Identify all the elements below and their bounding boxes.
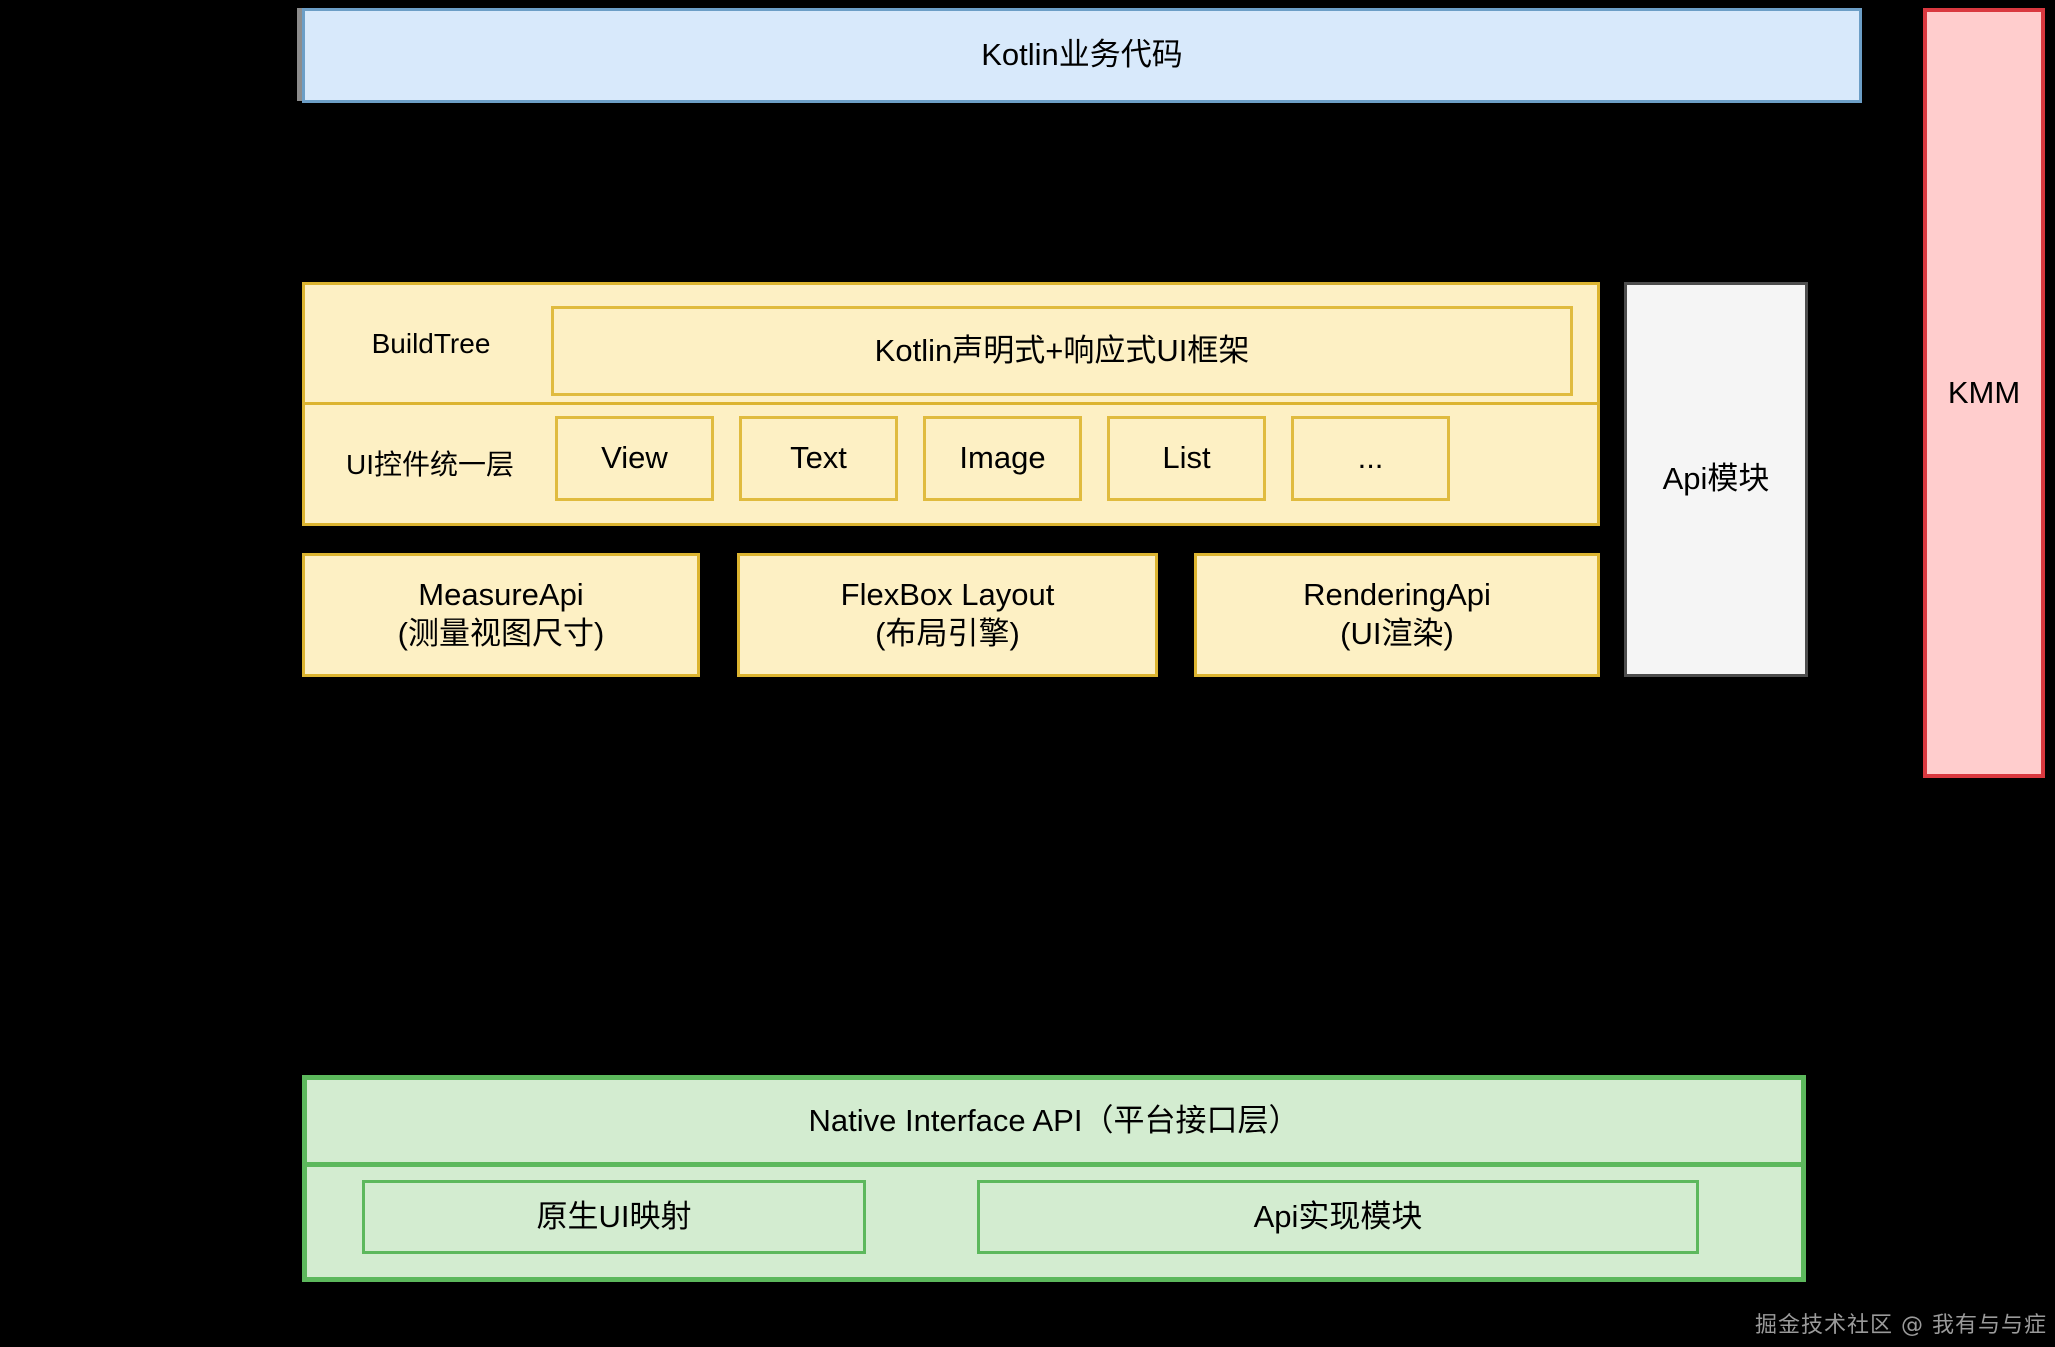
- widget-box-text: Text: [739, 416, 898, 501]
- widget-row: UI控件统一层 View Text Image List ...: [305, 405, 1597, 523]
- widget-side-label: UI控件统一层: [345, 448, 514, 480]
- widget-label-list: List: [1162, 440, 1211, 476]
- native-layer-divider: [307, 1162, 1801, 1167]
- widget-box-list: List: [1107, 416, 1266, 501]
- engine-module-rendering-api-title: RenderingApi: [1303, 577, 1491, 613]
- build-tree-row: BuildTree Kotlin声明式+响应式UI框架: [305, 285, 1597, 402]
- native-module-ui-mapping-label: 原生UI映射: [536, 1198, 692, 1234]
- api-module-label: Api模块: [1662, 461, 1770, 497]
- declarative-ui-framework-label: Kotlin声明式+响应式UI框架: [874, 332, 1250, 368]
- widget-box-more: ...: [1291, 416, 1450, 501]
- business-layer-box: Kotlin业务代码: [298, 5, 1862, 103]
- engine-module-rendering-api: RenderingApi (UI渲染): [1190, 550, 1600, 677]
- kmm-band-label: KMM: [1947, 374, 2021, 410]
- kmm-band-box: KMM: [1920, 6, 2045, 778]
- engine-module-flexbox-layout: FlexBox Layout (布局引擎): [733, 550, 1158, 677]
- engine-module-flexbox-layout-subtitle: (布局引擎): [875, 616, 1020, 651]
- widget-label-image: Image: [959, 440, 1046, 476]
- framework-layer-container: BuildTree Kotlin声明式+响应式UI框架 UI控件统一层 View…: [298, 279, 1600, 526]
- engine-module-flexbox-layout-title: FlexBox Layout: [840, 577, 1055, 613]
- widget-box-view: View: [555, 416, 714, 501]
- api-module-box: Api模块: [1620, 279, 1808, 677]
- widget-label-view: View: [601, 440, 668, 476]
- native-module-api-impl: Api实现模块: [977, 1180, 1699, 1254]
- widget-label-text: Text: [790, 440, 847, 476]
- widget-label-more: ...: [1357, 440, 1384, 476]
- engine-module-measure-api-title: MeasureApi: [418, 577, 584, 613]
- native-layer-header-cell: Native Interface API（平台接口层）: [307, 1080, 1801, 1162]
- widget-side-label-cell: UI控件统一层: [307, 405, 553, 523]
- engine-module-measure-api: MeasureApi (测量视图尺寸): [298, 550, 700, 677]
- framework-row-divider: [305, 402, 1597, 405]
- declarative-ui-framework-box: Kotlin声明式+响应式UI框架: [551, 306, 1573, 396]
- build-tree-side-label-cell: BuildTree: [311, 285, 551, 402]
- watermark: 掘金技术社区 @ 我有与与症: [1755, 1313, 2047, 1338]
- engine-module-measure-api-subtitle: (测量视图尺寸): [397, 616, 605, 651]
- native-layer-container: Native Interface API（平台接口层） 原生UI映射 Api实现…: [300, 1074, 1806, 1282]
- widget-box-image: Image: [923, 416, 1082, 501]
- build-tree-side-label: BuildTree: [371, 328, 491, 359]
- native-layer-header-label: Native Interface API（平台接口层）: [808, 1102, 1300, 1138]
- native-module-api-impl-label: Api实现模块: [1253, 1198, 1423, 1234]
- native-module-ui-mapping: 原生UI映射: [362, 1180, 866, 1254]
- business-layer-label: Kotlin业务代码: [981, 37, 1183, 73]
- engine-module-rendering-api-subtitle: (UI渲染): [1340, 616, 1454, 651]
